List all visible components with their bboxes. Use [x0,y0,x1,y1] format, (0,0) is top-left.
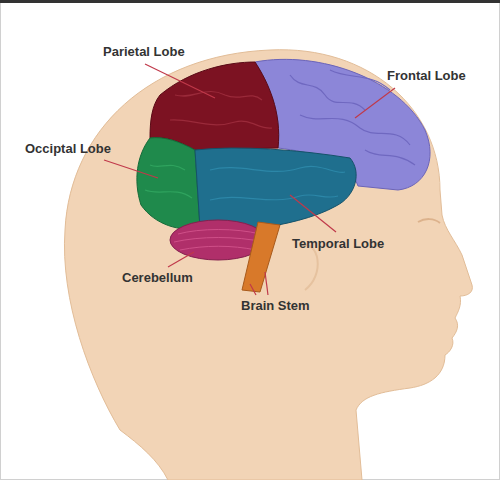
part-label: Frontal Lobe [387,68,466,84]
leader-line [265,272,268,295]
leader-line [168,252,194,267]
part-label: Cerebellum [122,270,193,286]
gyri-texture [145,70,415,200]
leader-line [290,195,336,232]
leader-line [145,64,215,98]
occipital-lobe [137,138,200,229]
eye-shade [418,219,440,223]
top-rule [0,0,500,3]
temporal-lobe [195,148,356,228]
part-label: Occiptal Lobe [25,141,111,157]
cerebellum-folia [174,230,264,251]
part-label: Parietal Lobe [103,44,185,60]
part-label: Temporal Lobe [292,236,384,252]
leader-line [250,284,256,295]
head-outline [64,50,472,480]
leader-line [104,160,158,178]
ear-shade [300,245,318,290]
brain-stem [242,222,280,292]
part-label: Brain Stem [241,298,310,314]
leader-lines [104,64,395,295]
leader-line [355,88,395,118]
